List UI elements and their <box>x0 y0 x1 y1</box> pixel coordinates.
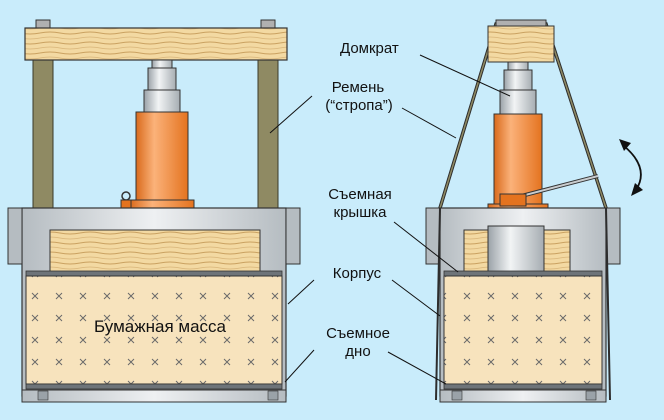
paper-mass <box>25 275 283 385</box>
right-post <box>257 59 279 209</box>
left-press <box>7 19 301 403</box>
left-post <box>32 59 54 209</box>
right-paper-mass <box>443 275 603 385</box>
rotation-arrow <box>619 139 643 196</box>
right-lid-cylinder <box>487 225 545 273</box>
label-body: Корпус <box>332 265 382 282</box>
label-strap-line1: Ремень <box>331 79 385 96</box>
top-beam <box>24 27 288 61</box>
label-bottom-line2: дно <box>345 343 371 360</box>
leader-lines <box>269 54 511 385</box>
right-press <box>425 19 621 403</box>
jack-body <box>135 111 189 213</box>
jack-piston <box>147 67 177 91</box>
label-strap-line2: (“стропа”) <box>325 97 393 114</box>
lid-block <box>49 229 261 273</box>
label-lid-line2: крышка <box>333 204 387 221</box>
label-lid-line1: Съемная <box>328 186 392 203</box>
label-jack: Домкрат <box>340 40 399 57</box>
label-bottom-line1: Съемное <box>326 325 390 342</box>
bottom-base <box>21 389 287 403</box>
right-top-block <box>487 25 555 63</box>
label-paper-mass: Бумажная масса <box>94 317 226 336</box>
